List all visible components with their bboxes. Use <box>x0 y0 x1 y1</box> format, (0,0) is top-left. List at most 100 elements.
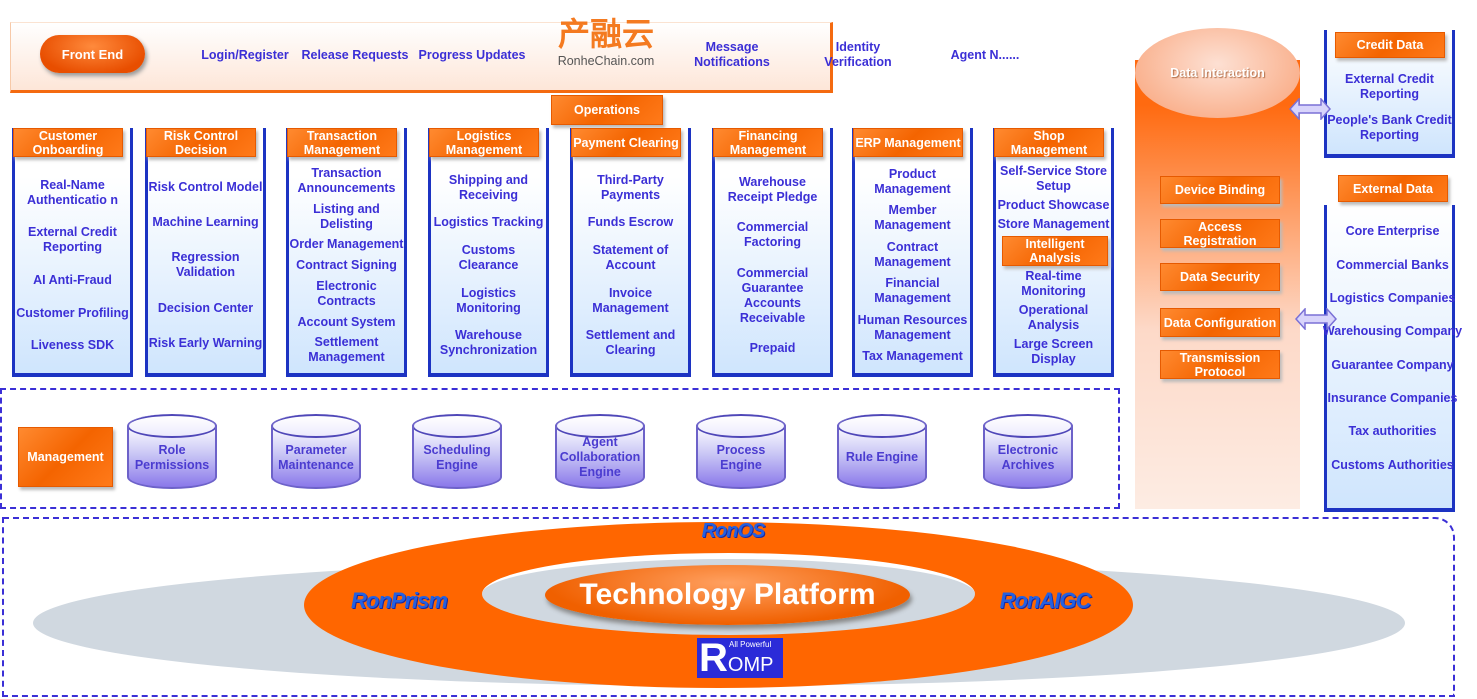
engine-label: Rule Engine <box>845 450 919 464</box>
external-data-item: Logistics Companies <box>1329 290 1456 305</box>
external-data-item: Warehousing Company <box>1322 324 1463 339</box>
column-item: Financial Management <box>874 276 951 306</box>
romp-text: ROMP <box>699 638 774 678</box>
column-item: Real-Name Authenticatio n <box>27 177 118 207</box>
credit-item: People's Bank Credit Reporting <box>1327 112 1452 142</box>
column-item: Risk Early Warning <box>148 335 263 350</box>
nav-message-notifications: Message Notifications <box>694 40 770 69</box>
column-item: Third-Party Payments <box>597 172 664 202</box>
engine-cylinder: Process Engine <box>696 414 786 489</box>
management-area <box>0 388 1120 509</box>
nav-login-register: Login/Register <box>201 48 289 62</box>
column-item: Transaction Announcements <box>297 165 396 195</box>
column-item: Regression Validation <box>171 250 240 280</box>
column-item: Liveness SDK <box>30 338 115 353</box>
column-item: Commercial Factoring <box>736 220 809 250</box>
column-item: Shipping and Receiving <box>448 172 529 202</box>
technology-area <box>2 517 1455 697</box>
column-item: Decision Center <box>157 300 254 315</box>
column-item: Statement of Account <box>592 242 669 272</box>
column-item: Tax Management <box>862 349 963 364</box>
column-item: Product Management <box>874 166 951 196</box>
column-item: Store Management <box>997 216 1110 231</box>
column-title: Shop Management <box>994 128 1104 157</box>
column-item: Warehouse Synchronization <box>439 328 538 358</box>
column-item: Self-Service Store Setup <box>1000 163 1107 193</box>
data-configuration: Data Configuration <box>1160 308 1280 337</box>
credit-data-label: Credit Data <box>1335 32 1445 58</box>
column-title: Customer Onboarding <box>13 128 123 157</box>
engine-cylinder: Scheduling Engine <box>412 414 502 489</box>
front-end-label: Front End <box>40 35 145 73</box>
front-end-banner <box>10 22 833 93</box>
column-item: Customer Profiling <box>16 305 129 320</box>
column-item: Settlement and Clearing <box>585 328 676 358</box>
column-item: Listing and Delisting <box>313 201 380 231</box>
double-arrow-icon <box>1289 98 1331 120</box>
operations-label: Operations <box>551 95 663 125</box>
column-item: Contract Signing <box>296 258 397 272</box>
engine-label: Parameter Maintenance <box>278 442 354 472</box>
nav-identity-verification: Identity Verification <box>824 40 892 69</box>
column-item: Commercial Guarantee Accounts Receivable <box>736 265 809 325</box>
credit-item: External Credit Reporting <box>1345 71 1434 101</box>
device-binding: Device Binding <box>1160 176 1280 204</box>
column-title: Financing Management <box>713 128 823 157</box>
nav-progress-updates: Progress Updates <box>418 48 526 62</box>
intelligent-analysis-label: Intelligent Analysis <box>1002 235 1108 266</box>
engine-cylinder: Parameter Maintenance <box>271 414 361 489</box>
column-item: Order Management <box>289 237 404 252</box>
nav-agent: Agent N...... <box>950 48 1020 62</box>
column-item: Risk Control Model <box>148 180 263 195</box>
ronhechain-logo: 产融云 RonheChain.com <box>553 14 659 76</box>
column-item: External Credit Reporting <box>28 225 117 255</box>
management-label: Management <box>18 427 113 487</box>
external-data-item: Tax authorities <box>1348 424 1437 439</box>
column-item: Operational Analysis <box>1018 303 1089 333</box>
column-item: Logistics Monitoring <box>456 285 521 315</box>
column-item: Product Showcase <box>997 197 1110 212</box>
column-item: Funds Escrow <box>587 215 674 230</box>
external-data-item: Commercial Banks <box>1336 257 1449 272</box>
logo-text: 产融云 <box>557 16 654 52</box>
engine-cylinder: Electronic Archives <box>983 414 1073 489</box>
column-item: Customs Clearance <box>458 242 519 272</box>
external-data-label: External Data <box>1338 175 1448 202</box>
ronaigc-label: RonAIGC <box>999 588 1092 613</box>
nav-release-requests: Release Requests <box>301 48 409 62</box>
column-item: Settlement Management <box>308 335 385 365</box>
transmission-protocol: Transmission Protocol <box>1160 350 1280 379</box>
column-item: Warehouse Receipt Pledge <box>727 175 818 205</box>
logo-domain: RonheChain.com <box>557 54 655 68</box>
ronprism-label: RonPrism <box>351 588 448 613</box>
column-item: Electronic Contracts <box>316 278 377 308</box>
engine-cylinder: Agent Collaboration Engine <box>555 414 645 489</box>
column-item: Real-time Monitoring <box>1021 269 1086 299</box>
engine-label: Electronic Archives <box>997 442 1059 472</box>
data-security: Data Security <box>1160 263 1280 291</box>
column-item: Account System <box>297 314 396 329</box>
column-title: Payment Clearing <box>571 128 681 157</box>
column-item: Contract Management <box>874 239 951 269</box>
engine-cylinder: Rule Engine <box>837 414 927 489</box>
column-item: Prepaid <box>749 340 796 355</box>
column-item: Machine Learning <box>152 215 259 230</box>
data-interaction-title: Data Interaction <box>1135 28 1300 118</box>
engine-label: Role Permissions <box>134 442 210 472</box>
column-item: Member Management <box>874 203 951 233</box>
romp-tagline: All Powerful <box>729 640 772 649</box>
column-title: Logistics Management <box>429 128 539 157</box>
column-title: ERP Management <box>853 128 963 157</box>
column-item: Large Screen Display <box>1013 337 1094 367</box>
column-item: AI Anti-Fraud <box>33 272 112 287</box>
column-item: Logistics Tracking <box>433 215 544 230</box>
column-title: Transaction Management <box>287 128 397 157</box>
external-data-item: Customs Authorities <box>1331 457 1454 472</box>
